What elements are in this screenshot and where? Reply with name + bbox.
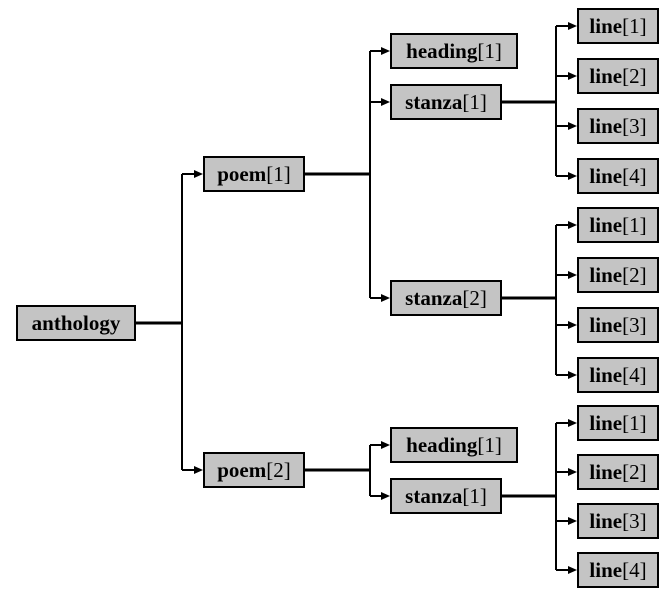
arrowhead-to-line [568,371,577,379]
node-p1-s1-line-4: line[4] [577,158,659,194]
node-label: anthology [31,310,121,335]
node-index: [1] [477,38,502,63]
arrowhead-to-line [568,221,577,229]
arrowhead-to-p1-stanza-1 [381,98,390,106]
node-p2-s1-line-1: line[1] [577,405,659,441]
node-label: stanza [405,483,463,508]
connector-poem-1-to-children [305,47,390,302]
node-index: [1] [266,161,291,186]
arrowhead-to-line [568,419,577,427]
arrowhead-to-poem-1 [194,170,203,178]
arrowhead-to-line [568,468,577,476]
node-label: line [589,557,623,582]
arrowhead-to-line [568,22,577,30]
arrowhead-to-line [568,321,577,329]
node-p2-s1-line-4: line[4] [577,552,659,588]
node-index: [1] [477,432,502,457]
node-index: [2] [266,457,291,482]
node-index: [3] [622,312,647,337]
arrowhead-to-p2-stanza-1 [381,492,390,500]
node-index: [1] [622,410,647,435]
node-label: line [589,113,623,138]
node-p2-s1-line-2: line[2] [577,454,659,490]
node-label: stanza [405,89,463,114]
node-p1-s2-line-3: line[3] [577,307,659,343]
node-index: [4] [622,163,647,188]
node-label: line [589,459,623,484]
connector-anthology-to-poems [136,170,203,474]
node-poem-2: poem[2] [203,452,305,488]
node-index: [1] [622,212,647,237]
node-index: [1] [462,89,487,114]
connector-p1-stanza-1-to-lines [502,22,577,180]
node-label: line [589,362,623,387]
node-label: stanza [405,285,463,310]
node-label: heading [406,432,478,457]
node-index: [1] [462,483,487,508]
node-label: line [589,508,623,533]
arrowhead-to-line [568,566,577,574]
arrowhead-to-line [568,271,577,279]
node-label: heading [406,38,478,63]
node-label: line [589,262,623,287]
arrowhead-to-line [568,122,577,130]
node-label: line [589,212,623,237]
node-label: poem [217,161,267,186]
node-label: line [589,163,623,188]
node-index: [2] [622,262,647,287]
node-poem-2-heading-1: heading[1] [390,427,518,463]
arrowhead-to-line [568,72,577,80]
node-label: line [589,63,623,88]
node-p1-s2-line-2: line[2] [577,257,659,293]
node-anthology: anthology [16,305,136,341]
node-poem-1-stanza-2: stanza[2] [390,280,502,316]
connector-p2-stanza-1-to-lines [502,419,577,574]
arrowhead-to-poem-2 [194,466,203,474]
connector-p1-stanza-2-to-lines [502,221,577,379]
arrowhead-to-p2-heading-1 [381,441,390,449]
node-poem-2-stanza-1: stanza[1] [390,478,502,514]
node-p1-s1-line-3: line[3] [577,108,659,144]
node-index: [1] [622,13,647,38]
node-label: line [589,410,623,435]
node-label: line [589,13,623,38]
connector-poem-2-to-children [305,441,390,500]
node-poem-1-heading-1: heading[1] [390,33,518,69]
node-index: [2] [622,459,647,484]
node-poem-1-stanza-1: stanza[1] [390,84,502,120]
arrowhead-to-p1-heading-1 [381,47,390,55]
node-index: [2] [462,285,487,310]
arrowhead-to-line [568,517,577,525]
node-index: [3] [622,113,647,138]
node-poem-1: poem[1] [203,156,305,192]
arrowhead-to-p1-stanza-2 [381,294,390,302]
node-p1-s2-line-1: line[1] [577,207,659,243]
node-p1-s1-line-1: line[1] [577,8,659,44]
node-index: [4] [622,362,647,387]
node-p2-s1-line-3: line[3] [577,503,659,539]
node-index: [4] [622,557,647,582]
node-label: line [589,312,623,337]
arrowhead-to-line [568,172,577,180]
node-label: poem [217,457,267,482]
node-index: [2] [622,63,647,88]
node-p1-s1-line-2: line[2] [577,58,659,94]
node-p1-s2-line-4: line[4] [577,357,659,393]
node-index: [3] [622,508,647,533]
